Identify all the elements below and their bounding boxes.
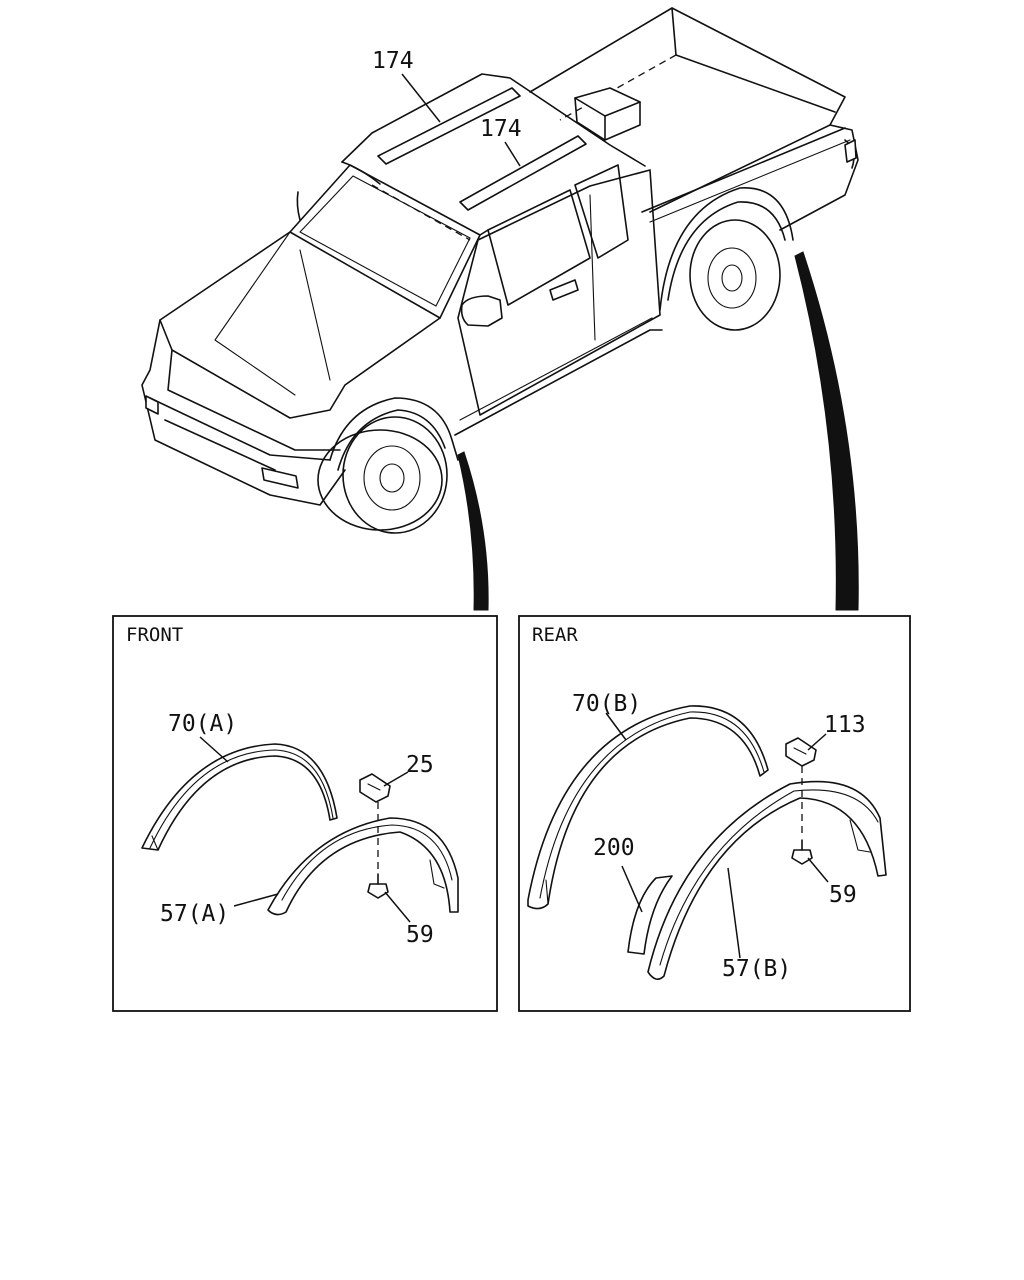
label-rear-fender-flare: 57(B) <box>722 956 791 982</box>
rear-clip <box>785 737 817 767</box>
rear-detail-panel: REAR 70(B) 113 200 59 57(B) <box>518 615 911 1012</box>
callout-174-front: 174 <box>372 48 414 74</box>
front-panel-title: FRONT <box>126 624 183 646</box>
label-rear-seal: 200 <box>593 835 635 861</box>
front-screw <box>367 873 389 899</box>
front-wheel-molding <box>141 743 338 851</box>
front-fender-flare <box>267 817 459 916</box>
front-detail-panel: FRONT 70(A) 25 57(A) 59 <box>112 615 498 1012</box>
label-rear-screw: 59 <box>829 882 857 908</box>
pickup-truck-illustration: 174 174 <box>141 7 859 611</box>
front-clip <box>359 773 391 803</box>
label-front-clip: 25 <box>406 752 434 778</box>
label-rear-clip: 113 <box>824 712 866 738</box>
label-front-screw: 59 <box>406 922 434 948</box>
rear-wheel-molding <box>527 705 769 910</box>
rear-fender-flare <box>647 780 887 980</box>
label-front-molding: 70(A) <box>168 711 237 737</box>
rear-seal <box>627 875 673 955</box>
rear-screw <box>791 839 813 865</box>
callout-174-rear: 174 <box>480 116 522 142</box>
label-rear-molding: 70(B) <box>572 691 641 717</box>
rear-panel-title: REAR <box>532 624 578 646</box>
label-front-fender-flare: 57(A) <box>160 901 229 927</box>
